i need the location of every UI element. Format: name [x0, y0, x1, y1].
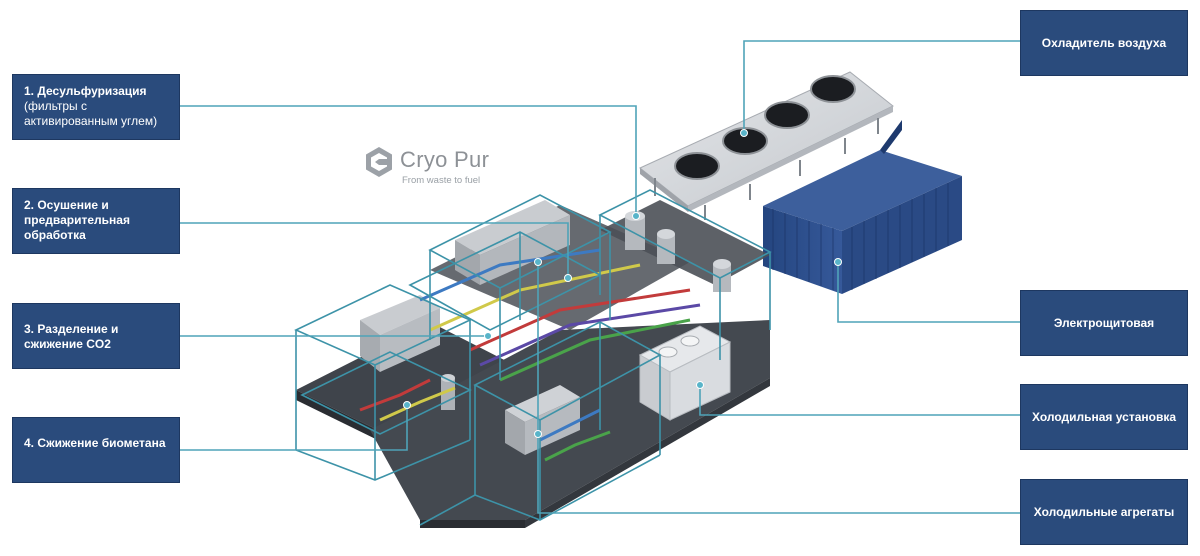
- electrical-container: [763, 120, 962, 294]
- leader-line-desulfurization: [180, 105, 637, 216]
- module-frames: [294, 189, 772, 526]
- leader-line-electrical: [837, 262, 1020, 323]
- label-drying-pretreatment: 2. Осушение и предварительная обработка: [12, 188, 180, 254]
- cryopur-logo-icon: [366, 147, 392, 177]
- label-electrical-room: Электрощитовая: [1020, 290, 1188, 356]
- air-cooler-unit: [639, 71, 894, 220]
- brand-logo: Cryo Pur From waste to fuel: [360, 143, 510, 193]
- label-title: 2. Осушение и предварительная обработка: [24, 198, 130, 242]
- fan-icon: [674, 75, 856, 180]
- label-desulfurization: 1. Десульфуризация (фильтры с активирова…: [12, 74, 180, 140]
- label-title: 1. Десульфуризация: [24, 84, 147, 98]
- brand-tagline: From waste to fuel: [402, 175, 481, 186]
- leader-dots: [403, 129, 842, 438]
- label-title: Охладитель воздуха: [1041, 35, 1167, 50]
- label-co2-separation: 3. Разделение и сжижение CO2: [12, 303, 180, 369]
- label-biomethane-liquefaction: 4. Сжижение биометана: [12, 417, 180, 483]
- leader-lines: [180, 40, 1020, 514]
- label-title: Холодильные агрегаты: [1033, 504, 1175, 519]
- label-title: Электрощитовая: [1053, 315, 1155, 330]
- brand-name: Cryo Pur: [400, 147, 490, 172]
- leader-line-air-cooler: [743, 40, 1020, 133]
- label-title: 4. Сжижение биометана: [24, 436, 166, 450]
- label-title: 3. Разделение и сжижение CO2: [24, 322, 119, 351]
- label-subtitle: (фильтры с активированным углем): [24, 99, 158, 128]
- leader-line-drying: [180, 222, 569, 278]
- label-refrigeration-plant: Холодильная установка: [1020, 384, 1188, 450]
- label-title: Холодильная установка: [1032, 409, 1176, 424]
- label-air-cooler: Охладитель воздуха: [1020, 10, 1188, 76]
- label-refrigeration-units: Холодильные агрегаты: [1020, 479, 1188, 545]
- leader-line-refrigeration: [699, 385, 1020, 416]
- leader-line-refrigeration-units: [537, 262, 1020, 514]
- leader-line-biomethane: [180, 405, 408, 451]
